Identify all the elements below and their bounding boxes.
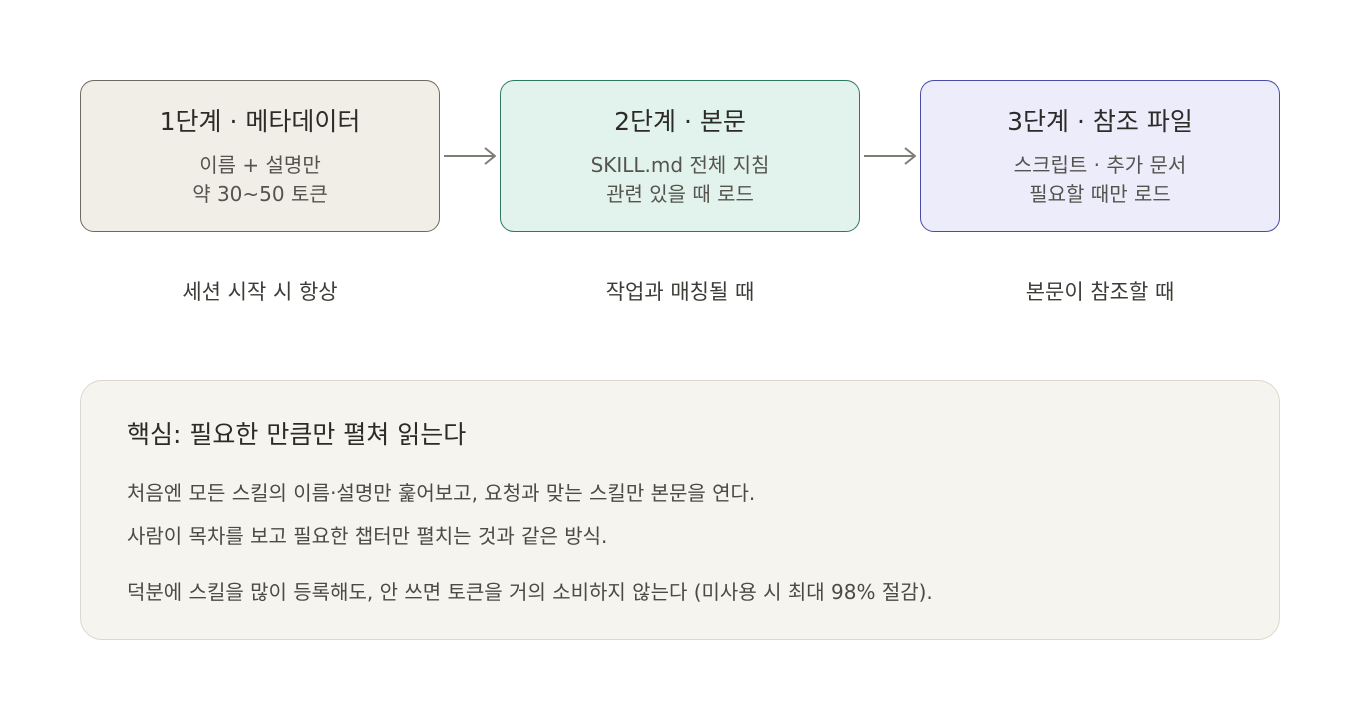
stage-1-box: 1단계 · 메타데이터 이름 + 설명만 약 30~50 토큰 xyxy=(80,80,440,232)
arrow-stage-1-to-2 xyxy=(444,147,496,165)
stage-3-title: 3단계 · 참조 파일 xyxy=(1007,107,1193,136)
stage-2-box: 2단계 · 본문 SKILL.md 전체 지침 관련 있을 때 로드 xyxy=(500,80,860,232)
stage-2-line-1: SKILL.md 전체 지침 xyxy=(590,153,770,177)
arrow-stage-2-to-3 xyxy=(864,147,916,165)
key-point-title: 핵심: 필요한 만큼만 펼쳐 읽는다 xyxy=(127,420,467,449)
stage-3-line-2: 필요할 때만 로드 xyxy=(1029,182,1171,206)
key-point-line-2: 사람이 목차를 보고 필요한 챕터만 펼치는 것과 같은 방식. xyxy=(127,524,608,548)
stage-3-caption: 본문이 참조할 때 xyxy=(1025,280,1175,304)
stage-3-box: 3단계 · 참조 파일 스크립트 · 추가 문서 필요할 때만 로드 xyxy=(920,80,1280,232)
stage-1-title: 1단계 · 메타데이터 xyxy=(159,107,361,136)
key-point-line-1: 처음엔 모든 스킬의 이름·설명만 훑어보고, 요청과 맞는 스킬만 본문을 연… xyxy=(127,481,756,505)
key-point-line-3: 덕분에 스킬을 많이 등록해도, 안 쓰면 토큰을 거의 소비하지 않는다 (미… xyxy=(127,580,933,604)
stage-2-line-2: 관련 있을 때 로드 xyxy=(606,182,754,206)
stage-3-line-1: 스크립트 · 추가 문서 xyxy=(1013,153,1187,177)
stage-2-caption: 작업과 매칭될 때 xyxy=(605,280,755,304)
stage-2-title: 2단계 · 본문 xyxy=(614,107,746,136)
stage-1-line-1: 이름 + 설명만 xyxy=(199,153,321,177)
stage-1-caption: 세션 시작 시 항상 xyxy=(182,280,338,304)
key-point-panel: 핵심: 필요한 만큼만 펼쳐 읽는다 처음엔 모든 스킬의 이름·설명만 훑어보… xyxy=(80,380,1280,640)
stage-1-line-2: 약 30~50 토큰 xyxy=(192,182,328,206)
